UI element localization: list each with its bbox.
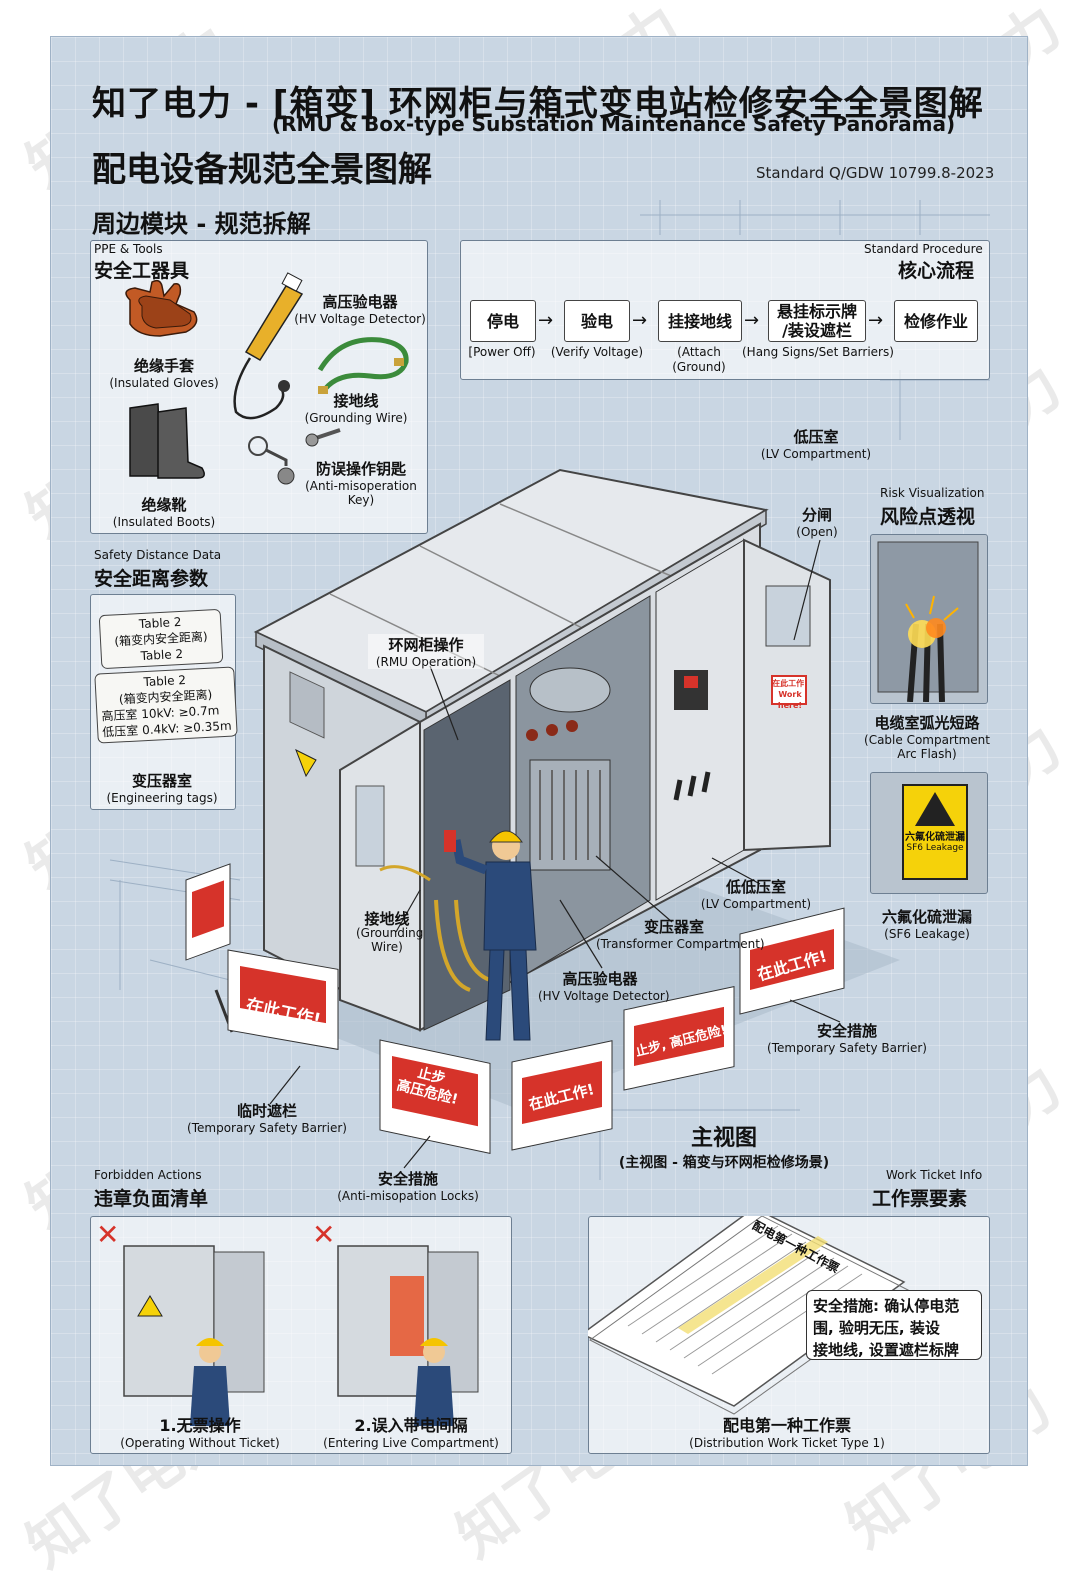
callout-line2: 围, 验明无压, 装设 xyxy=(813,1319,940,1337)
step-hang-signs-line1: 悬挂标示牌 xyxy=(776,302,857,321)
page-subtitle: 配电设备规范全景图解 xyxy=(92,150,432,190)
forbidden-cabinet-2 xyxy=(337,1245,479,1426)
forbidden-header-en: Forbidden Actions xyxy=(94,1168,202,1182)
procedure-header-en: Standard Procedure xyxy=(864,242,983,256)
insulated-gloves-icon xyxy=(125,279,198,337)
label-boots: 绝缘靴(Insulated Boots) xyxy=(112,496,216,529)
section-peripheral-heading: 周边模块 - 规范拆解 xyxy=(92,210,311,238)
sf6-caption: 六氟化硫泄漏(SF6 Leakage) xyxy=(881,908,972,941)
ticket-header-en: Work Ticket Info xyxy=(886,1168,983,1182)
label-detector: 高压验电器(HV Voltage Detector) xyxy=(294,293,426,326)
risk-header-en: Risk Visualization xyxy=(880,486,985,500)
door-sign-line2: Work here! xyxy=(777,690,803,710)
label-rmu-operation: 环网柜操作(RMU Operation) xyxy=(368,634,484,669)
ticket-document-illustration xyxy=(588,1216,909,1415)
ticket-caption: 配电第一种工作票(Distribution Work Ticket Type 1… xyxy=(689,1416,885,1450)
page-title: 知了电力 - [箱变] 环网柜与箱式变电站检修安全全景图解 xyxy=(92,84,984,124)
barrier-far-left xyxy=(185,863,231,961)
ticket-callout: 安全措施: 确认停电范 围, 验明无压, 装设 接地线, 设置遮栏标牌 xyxy=(806,1290,982,1360)
insulated-boots-icon xyxy=(129,403,205,479)
step-power-off: 停电 xyxy=(470,300,536,342)
step-attach-ground-en-l1: (Attach xyxy=(677,345,721,359)
callout-line1: 安全措施: 确认停电范 xyxy=(813,1297,960,1315)
warning-triangle-icon xyxy=(137,1295,163,1317)
ticket-header: 工作票要素 xyxy=(872,1188,968,1210)
label-transformer-compartment: 变压器室(Transformer Compartment) xyxy=(596,918,765,951)
step-hang-signs-line2: /装设遮栏 xyxy=(782,321,852,340)
forbidden-item-2: 2.误入带电间隔(Entering Live Compartment) xyxy=(323,1416,499,1450)
step-hang-signs-en: (Hang Signs/Set Barriers) xyxy=(742,345,894,359)
label-open: 分闸(Open) xyxy=(796,506,838,539)
main-view-title: 主视图 (主视图 - 箱变与环网柜检修场景) xyxy=(618,1126,830,1171)
ppe-illustrations xyxy=(125,272,409,485)
arc-flash-illustration xyxy=(877,541,979,702)
barrier-front-mid xyxy=(511,1040,613,1151)
forbidden-header: 违章负面清单 xyxy=(94,1188,209,1210)
step-verify-voltage: 验电 xyxy=(564,300,630,342)
ppe-panel xyxy=(90,240,428,534)
label-anti-misoperation-locks: 安全措施(Anti-misopation Locks) xyxy=(337,1170,479,1203)
arrow-icon: → xyxy=(744,310,760,331)
step-power-off-en: [Power Off) xyxy=(468,345,536,359)
label-lv-compartment: 低压室(LV Compartment) xyxy=(760,428,872,461)
door-work-here-sign xyxy=(771,675,807,705)
distance-header-en: Safety Distance Data xyxy=(94,548,222,562)
step-attach-ground-en-l2: (Ground) xyxy=(672,360,726,374)
door-sign-text: 在此工作! Work here! xyxy=(770,678,810,711)
sf6-sign-line2: SF6 Leakage xyxy=(906,843,964,853)
sf6-warning-sign: 六氟化硫泄漏 SF6 Leakage xyxy=(902,784,968,880)
transformer-icon xyxy=(526,667,611,871)
barrier-left xyxy=(214,949,339,1050)
standard-reference: Standard Q/GDW 10799.8-2023 xyxy=(756,164,995,182)
cabinet-left-door xyxy=(339,720,421,1032)
label-temporary-barrier: 临时遮栏(Temporary Safety Barrier) xyxy=(187,1102,347,1135)
forbidden-x-icon: ✕ xyxy=(312,1218,336,1251)
sf6-sign-line1: 六氟化硫泄漏 xyxy=(905,832,965,843)
step-verify-voltage-en: (Verify Voltage) xyxy=(550,345,644,359)
forbidden-x-icon: ✕ xyxy=(96,1218,120,1251)
barrier-front-right xyxy=(623,986,735,1091)
barrier-front-left xyxy=(379,1039,491,1154)
ppe-header: 安全工器具 xyxy=(94,260,190,282)
door-sign-line1: 在此工作! xyxy=(772,679,808,688)
forbidden-illustrations xyxy=(123,1245,479,1426)
step-maintenance: 检修作业 xyxy=(894,300,978,342)
anti-misoperation-key-icon xyxy=(248,428,341,485)
arrow-icon: → xyxy=(632,310,648,331)
ppe-header-en: PPE & Tools xyxy=(94,242,163,256)
hv-detector-icon xyxy=(233,272,304,420)
label-grounding-wire: 接地线(Grounding Wire) xyxy=(304,392,408,425)
callout-line3: 接地线, 设置遮栏标牌 xyxy=(813,1341,959,1359)
label-lvlv-compartment: 低低压室(LV Compartment) xyxy=(700,878,812,911)
procedure-header: 核心流程 xyxy=(898,260,975,282)
page-title-english: (RMU & Box-type Substation Maintenance S… xyxy=(272,112,956,136)
label-safety-measure: 安全措施(Temporary Safety Barrier) xyxy=(767,1022,927,1055)
step-attach-ground-en: (Attach (Ground) xyxy=(664,345,734,375)
forbidden-item-1: 1.无票操作(Operating Without Ticket) xyxy=(120,1416,280,1450)
forbidden-cabinet-1 xyxy=(123,1245,265,1426)
barrier-right xyxy=(739,907,845,1015)
risk-header: 风险点透视 xyxy=(880,506,976,528)
warning-triangle-icon xyxy=(915,792,955,826)
label-main-hv-detector: 高压验电器(HV Voltage Detector) xyxy=(538,970,670,1003)
distance-caption: 变压器室(Engineering tags) xyxy=(106,772,218,805)
distance-header: 安全距离参数 xyxy=(94,568,209,590)
worker-figure xyxy=(444,830,537,1041)
arrow-icon: → xyxy=(538,310,554,331)
step-attach-ground: 挂接地线 xyxy=(658,300,742,342)
hv-warning-icon xyxy=(295,748,317,778)
label-gloves: 绝缘手套(Insulated Gloves) xyxy=(109,357,219,390)
grounding-wire-icon xyxy=(317,337,409,394)
arrow-icon: → xyxy=(868,310,884,331)
step-hang-signs: 悬挂标示牌 /装设遮栏 xyxy=(768,300,866,342)
